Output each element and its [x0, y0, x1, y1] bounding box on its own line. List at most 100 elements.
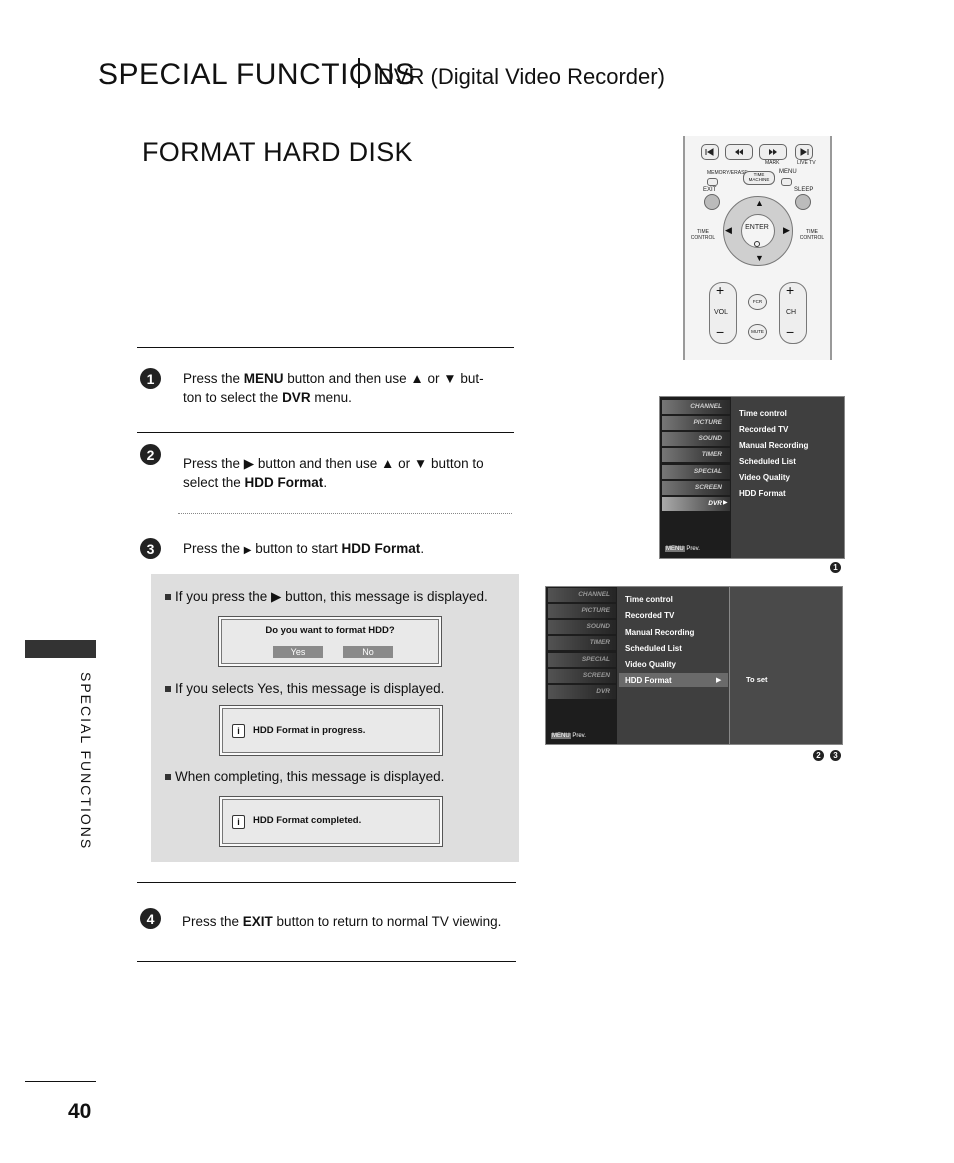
osd-menu-item[interactable]: Time control	[739, 409, 787, 418]
remote-control: MARK LIVE TV MEMORY/ERASE TIME MACHINE M…	[683, 136, 832, 360]
dialog-message: HDD Format completed.	[253, 815, 362, 826]
menu-button[interactable]	[781, 178, 792, 186]
memory-erase-label: MEMORY/ERASE	[707, 170, 748, 176]
exit-label: EXIT	[703, 187, 717, 193]
osd-category[interactable]: CHANNEL	[690, 403, 722, 410]
dotted-divider	[178, 513, 512, 514]
osd-selected-highlight	[619, 673, 728, 687]
note-2: If you selects Yes, this message is disp…	[165, 681, 444, 696]
right-arrow-icon: ▶	[243, 456, 255, 471]
skip-back-icon[interactable]	[701, 144, 719, 160]
completed-dialog: i HDD Format completed.	[219, 796, 443, 847]
step-number-badge: 3	[140, 538, 161, 559]
osd-category-selected[interactable]: DVR	[708, 500, 722, 507]
osd-menu-item[interactable]: Video Quality	[625, 660, 676, 669]
plus-icon: +	[786, 282, 795, 298]
osd-category[interactable]: SPECIAL	[581, 656, 610, 663]
category-thumbnail	[548, 636, 616, 650]
minus-icon: −	[786, 324, 795, 340]
plus-icon: +	[716, 282, 725, 298]
up-arrow-icon[interactable]: ▲	[755, 198, 764, 208]
osd-menu-item-selected[interactable]: HDD Format	[625, 676, 672, 685]
step-reference-badge: 1	[830, 562, 841, 573]
menu-label: MENU	[779, 169, 797, 175]
osd-menu-item[interactable]: Video Quality	[739, 473, 790, 482]
category-thumbnail	[662, 481, 730, 495]
note-1: If you press the ▶ button, this message …	[165, 589, 488, 605]
osd-menu-hdd-format: CHANNEL PICTURE SOUND TIMER SPECIAL SCRE…	[545, 586, 843, 745]
enter-dot-icon	[754, 241, 760, 247]
ch-label: CH	[786, 309, 797, 316]
menu-key-icon: MENU	[551, 733, 571, 739]
skip-forward-icon[interactable]	[795, 144, 813, 160]
selected-arrow-icon: ▶	[716, 677, 722, 684]
selected-arrow-icon: ▶	[723, 500, 728, 506]
fcr-button[interactable]: FCR	[748, 294, 767, 310]
osd-category[interactable]: DVR	[596, 688, 610, 695]
osd-category[interactable]: SCREEN	[694, 484, 722, 491]
step-1-text: Press the MENU button and then use ▲ or …	[183, 371, 484, 405]
progress-dialog: i HDD Format in progress.	[219, 705, 443, 756]
live-tv-label: LIVE TV	[797, 160, 816, 166]
header-divider	[358, 58, 360, 88]
category-thumbnail	[662, 432, 730, 446]
category-thumbnail	[548, 653, 616, 667]
time-machine-button[interactable]: TIME MACHINE	[743, 171, 775, 185]
down-arrow-icon: ▼	[443, 371, 457, 386]
page-number-rule	[25, 1081, 96, 1082]
osd-category[interactable]: SOUND	[586, 623, 610, 630]
exit-button[interactable]	[704, 194, 720, 210]
osd-category[interactable]: PICTURE	[693, 419, 722, 426]
osd-menu-item[interactable]: Scheduled List	[625, 644, 682, 653]
osd-menu-item[interactable]: HDD Format	[739, 489, 786, 498]
osd-menu-item[interactable]: Recorded TV	[739, 425, 789, 434]
time-control-label: TIME CONTROL	[799, 229, 825, 241]
rewind-icon[interactable]	[725, 144, 753, 160]
category-thumbnail	[548, 669, 616, 683]
osd-menu-item[interactable]: Time control	[625, 595, 673, 604]
category-thumbnail	[548, 588, 616, 602]
memory-erase-button[interactable]	[707, 178, 718, 186]
minus-icon: −	[716, 324, 725, 340]
sleep-button[interactable]	[795, 194, 811, 210]
osd-category[interactable]: TIMER	[701, 451, 722, 458]
osd-submenu-panel	[730, 587, 842, 744]
osd-category[interactable]: SPECIAL	[693, 468, 722, 475]
osd-category[interactable]: SOUND	[698, 435, 722, 442]
fast-forward-icon[interactable]	[759, 144, 787, 160]
bullet-square-icon	[165, 594, 171, 601]
osd-menu-item[interactable]: Scheduled List	[739, 457, 796, 466]
step-reference-badge: 3	[830, 750, 841, 761]
osd-category[interactable]: TIMER	[589, 639, 610, 646]
osd-menu-item[interactable]: Manual Recording	[739, 441, 809, 450]
down-arrow-icon[interactable]: ▼	[755, 253, 764, 263]
mute-button[interactable]: MUTE	[748, 324, 767, 340]
category-thumbnail	[548, 620, 616, 634]
step-divider	[137, 961, 516, 962]
step-number-badge: 1	[140, 368, 161, 389]
osd-submenu-hint: To set	[746, 675, 768, 684]
category-thumbnail	[662, 465, 730, 479]
category-thumbnail	[662, 400, 730, 414]
osd-category[interactable]: CHANNEL	[578, 591, 610, 598]
bullet-square-icon	[165, 774, 171, 781]
up-arrow-icon: ▲	[410, 371, 424, 386]
right-arrow-icon[interactable]: ▶	[783, 225, 790, 235]
osd-menu-item[interactable]: Recorded TV	[625, 611, 675, 620]
vol-label: VOL	[714, 309, 729, 316]
osd-category[interactable]: SCREEN	[582, 672, 610, 679]
confirm-dialog: Do you want to format HDD? Yes No	[218, 616, 442, 667]
step-3-text: Press the ▶ button to start HDD Format.	[183, 541, 425, 556]
chapter-subtitle: DVR (Digital Video Recorder)	[378, 64, 665, 89]
bullet-square-icon	[165, 686, 171, 693]
channel-rocker[interactable]	[779, 282, 807, 344]
left-arrow-icon[interactable]: ◀	[725, 225, 732, 235]
yes-button[interactable]: Yes	[273, 646, 323, 658]
volume-rocker[interactable]	[709, 282, 737, 344]
down-arrow-icon: ▼	[413, 456, 428, 471]
osd-category[interactable]: PICTURE	[581, 607, 610, 614]
no-button[interactable]: No	[343, 646, 393, 658]
category-thumbnail	[548, 604, 616, 618]
osd-menu-item[interactable]: Manual Recording	[625, 628, 695, 637]
step-divider	[137, 432, 514, 433]
